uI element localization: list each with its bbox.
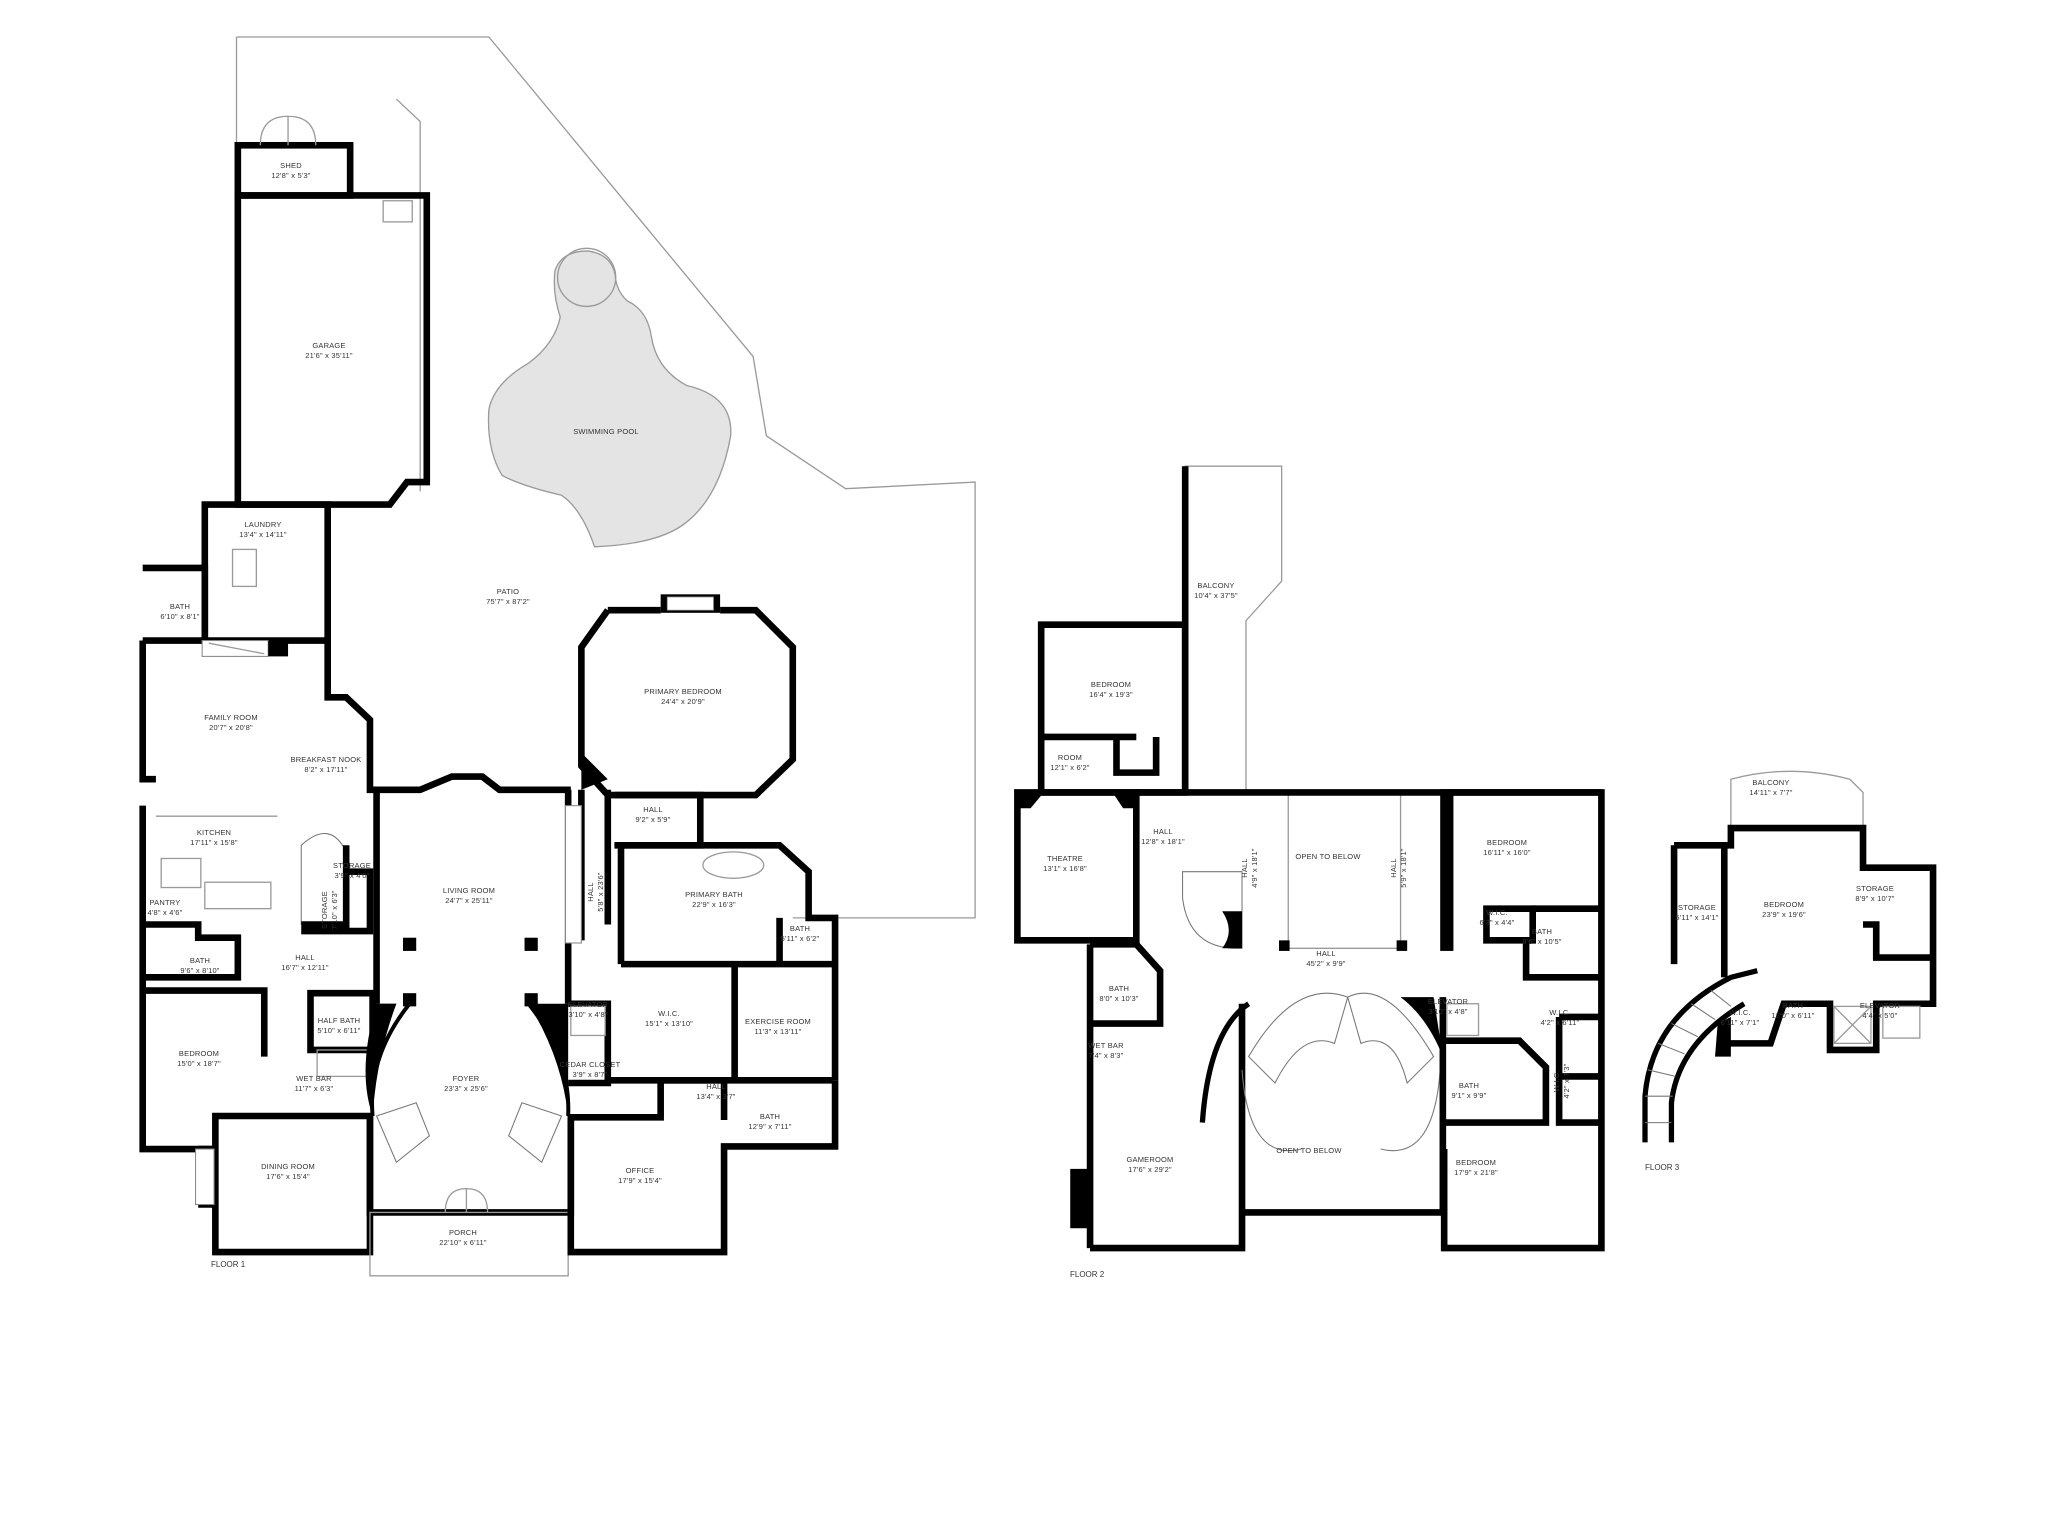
primary-bedroom-walls bbox=[578, 606, 797, 799]
room-label-swimming-pool: SWIMMING POOL bbox=[573, 427, 639, 436]
floor-3-label: FLOOR 3 bbox=[1645, 1163, 1680, 1172]
swimming-pool bbox=[487, 250, 732, 548]
room-label-wic: W.I.C.6'3" x 4'4" bbox=[1479, 908, 1515, 927]
room-label-wic-3: W.I.C.4'2" x 7'3" bbox=[1552, 1063, 1571, 1099]
floor-1-plan bbox=[139, 36, 976, 1277]
room-label-open-to-below-2: OPEN TO BELOW bbox=[1276, 1146, 1342, 1155]
floor-3-plan bbox=[1642, 770, 1937, 1143]
floor-1-label: FLOOR 1 bbox=[211, 1260, 246, 1269]
room-label-wic-2: W.I.C.4'2" x 6'11" bbox=[1540, 1008, 1580, 1027]
room-label-wic: W.I.C.6'11" x 7'1" bbox=[1720, 1008, 1760, 1027]
patio-outline bbox=[235, 36, 976, 919]
room-label-wic: W.I.C.15'1" x 13'10" bbox=[644, 1009, 694, 1028]
room-label-open-to-below: OPEN TO BELOW bbox=[1295, 852, 1361, 861]
floor-2-plan bbox=[1014, 465, 1605, 1252]
floor-2-label: FLOOR 2 bbox=[1070, 1270, 1105, 1279]
